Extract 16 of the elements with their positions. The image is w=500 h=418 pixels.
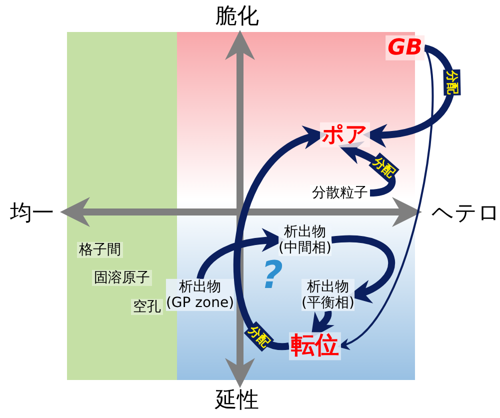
node-label: GB <box>386 35 424 61</box>
axis-label: ヘテロ <box>432 200 500 228</box>
node-label: 空孔 <box>131 298 163 316</box>
axis-label: 脆化 <box>215 3 259 31</box>
node-label: 転位 <box>289 332 341 360</box>
edge-label: 分配 <box>442 68 460 96</box>
node-label: 格子間 <box>77 242 123 258</box>
curved-arrow <box>331 235 395 302</box>
node-label: 析出物(GP zone) <box>166 278 234 312</box>
node-label: ポア <box>320 122 370 148</box>
node-label: 析出物(中間相) <box>278 224 332 256</box>
axis-label: 延性 <box>215 387 259 415</box>
node-label: 固溶原子 <box>92 270 152 286</box>
node-label: 析出物(平衡相) <box>302 278 354 312</box>
node-label: 分散粒子 <box>310 184 370 202</box>
axis-label: 均一 <box>10 200 54 228</box>
